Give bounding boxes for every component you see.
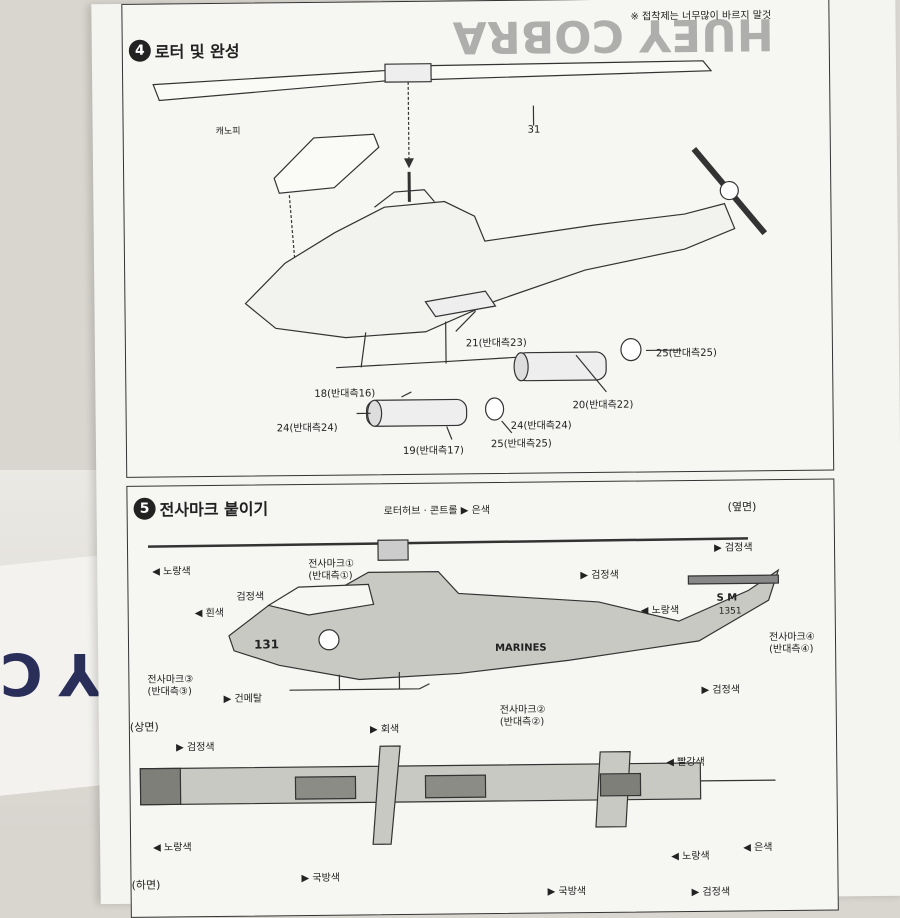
- part-21-label: 21(반대측23): [466, 334, 527, 350]
- instruction-sheet: HUEY COBRA 4 로터 및 완성 ※ 접착제는 너무많이 바르지 말것: [91, 0, 900, 904]
- step5-panel: 5 전사마크 붙이기 (옆면) (상면) (하면): [126, 478, 838, 917]
- gunmetal-callout: ▶ 건메탈: [223, 689, 262, 704]
- part-24b-label: 24(반대측24): [511, 416, 572, 432]
- marking-131: 131: [254, 637, 279, 651]
- part-24a-label: 24(반대측24): [277, 419, 338, 435]
- step4-helicopter-drawing: [122, 0, 833, 477]
- decal-2b-callout: (반대측②): [500, 713, 545, 728]
- yellow-callout-1: ◀ 노랑색: [152, 562, 191, 577]
- white-callout-1: ◀ 흰색: [195, 604, 224, 619]
- marking-sm: S M: [717, 593, 738, 604]
- decal-1b-callout: (반대측①): [308, 567, 353, 582]
- yellow-callout-4: ◀ 노랑색: [671, 847, 710, 862]
- part-19-label: 19(반대측17): [403, 441, 464, 457]
- marking-marines: MARINES: [495, 643, 547, 655]
- marking-1351: 1351: [719, 606, 742, 616]
- step4-panel: HUEY COBRA 4 로터 및 완성 ※ 접착제는 너무많이 바르지 말것: [121, 0, 834, 478]
- rotor-hub-callout: 로터허브 · 콘트롤 ▶ 은색: [384, 501, 491, 517]
- olive-callout-1: ▶ 국방색: [301, 869, 340, 884]
- black-callout-1: ▶ 검정색: [714, 538, 753, 553]
- yellow-callout-3: ◀ 노랑색: [153, 838, 192, 853]
- canopy-label: 캐노피: [216, 124, 241, 137]
- silver-callout-1: ◀ 은색: [743, 838, 772, 853]
- black-callout-6: ▶ 검정색: [692, 883, 731, 898]
- black-callout-2: ▶ 검정색: [580, 566, 619, 581]
- red-callout-1: ◀ 빨강색: [666, 753, 705, 768]
- black-callout-5: ▶ 검정색: [176, 738, 215, 753]
- part-31-label: 31: [528, 125, 541, 136]
- part-25a-label: 25(반대측25): [656, 344, 717, 360]
- decal-4b-callout: (반대측④): [769, 640, 814, 655]
- part-20-label: 20(반대측22): [572, 396, 633, 412]
- gray-callout-1: ▶ 회색: [370, 720, 399, 735]
- olive-callout-2: ▶ 국방색: [548, 882, 587, 897]
- black-callout-3: 검정색: [236, 587, 264, 602]
- decal-3b-callout: (반대측③): [147, 682, 192, 697]
- yellow-callout-2: ◀ 노랑색: [641, 601, 680, 616]
- part-25b-label: 25(반대측25): [491, 434, 552, 450]
- black-callout-4: ▶ 검정색: [701, 680, 740, 695]
- part-18-label: 18(반대측16): [314, 384, 375, 400]
